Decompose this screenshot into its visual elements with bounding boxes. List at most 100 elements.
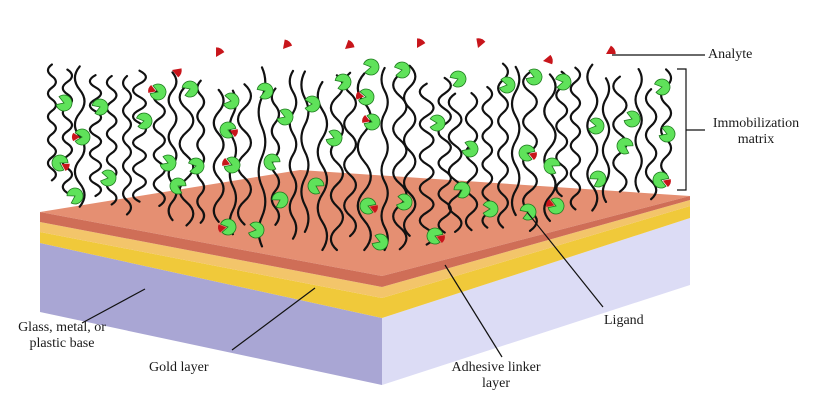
analyte xyxy=(229,129,238,137)
polymer-chain xyxy=(88,74,103,198)
ligand xyxy=(429,114,446,132)
adhesive-leader xyxy=(444,264,503,358)
polymer-chain xyxy=(212,88,225,223)
ligand-bound-analyte xyxy=(72,128,91,146)
polymer-chain xyxy=(152,88,166,207)
base-side-face xyxy=(382,218,690,385)
polymer-chain xyxy=(586,63,599,212)
ligand-bound-analyte xyxy=(356,88,375,106)
analyte xyxy=(72,132,80,142)
ligand xyxy=(159,154,177,172)
polymer-chain xyxy=(316,80,329,252)
polymer-chain xyxy=(196,79,206,224)
polymer-chain xyxy=(447,92,463,233)
ligand xyxy=(100,169,117,187)
ligand xyxy=(654,78,671,96)
ligand xyxy=(396,193,413,211)
polymer-chain xyxy=(418,82,435,246)
free-analyte xyxy=(283,39,293,49)
ligand xyxy=(555,73,572,91)
ligand xyxy=(589,170,607,188)
ligand xyxy=(394,61,411,79)
ligand xyxy=(616,137,634,155)
analyte xyxy=(528,152,537,160)
ligand xyxy=(223,92,240,110)
polymer-chain xyxy=(555,70,569,198)
ligand-bound-analyte xyxy=(546,197,565,215)
base-front-face xyxy=(40,243,382,385)
polymer-chain xyxy=(61,68,74,195)
analyte xyxy=(148,85,157,93)
polymer-chain xyxy=(464,92,479,232)
ligand xyxy=(188,157,205,175)
ligand xyxy=(363,58,380,76)
polymer-chain xyxy=(121,75,133,216)
ligand-bound-analyte xyxy=(426,227,445,245)
polymer-chain xyxy=(612,75,628,193)
polymer-chain xyxy=(300,70,310,233)
polymer-chain xyxy=(288,69,298,240)
polymer-chain xyxy=(543,73,557,222)
adhesive-layer-side xyxy=(382,200,690,298)
polymer-chain xyxy=(46,63,57,182)
ligand-leader xyxy=(526,211,604,308)
free-analyte xyxy=(216,47,225,57)
analyte-label: Analyte xyxy=(708,47,753,62)
ligand xyxy=(136,112,153,130)
gold-leader xyxy=(231,287,316,351)
ligand xyxy=(304,95,321,113)
polymer-chain xyxy=(178,84,195,227)
ligand-bound-analyte xyxy=(218,218,237,236)
molecules xyxy=(51,38,676,251)
analyte xyxy=(218,224,227,233)
ligand xyxy=(276,108,294,126)
ligand-bound-analyte xyxy=(51,154,70,172)
analyte xyxy=(662,179,671,187)
polymer-chain xyxy=(510,65,521,217)
ligand xyxy=(623,110,641,128)
ligand-bound-analyte xyxy=(652,171,671,189)
polymer-chain xyxy=(402,64,417,237)
ligand xyxy=(271,191,289,209)
ligand xyxy=(256,82,274,100)
polymer-chain xyxy=(131,69,147,203)
base-leader xyxy=(81,288,146,324)
ligand xyxy=(169,177,187,195)
gold-layer-label: Gold layer xyxy=(149,360,209,375)
polymer-chain xyxy=(236,83,253,226)
ligand xyxy=(658,125,676,143)
adhesive-layer-front xyxy=(40,222,382,298)
ligand xyxy=(334,73,352,91)
ligand xyxy=(55,94,73,112)
ligand-bound-analyte xyxy=(222,156,241,174)
leader-lines xyxy=(81,54,705,358)
polymer-chain xyxy=(380,66,389,252)
analyte xyxy=(61,163,70,172)
polymer-chain xyxy=(343,71,358,238)
free-analyte xyxy=(417,38,426,48)
ligand xyxy=(307,177,325,195)
analyte xyxy=(546,199,555,207)
ligand xyxy=(449,70,467,88)
analyte xyxy=(436,235,445,243)
polymer-chain xyxy=(329,74,345,252)
immobilization-bracket xyxy=(677,68,687,191)
ligand xyxy=(325,129,343,147)
analyte xyxy=(222,158,231,166)
polymer-chain xyxy=(497,62,509,229)
analyte xyxy=(362,115,371,123)
free-analyte xyxy=(476,38,486,48)
ligand xyxy=(525,68,543,86)
ligand xyxy=(181,80,199,98)
ligand xyxy=(248,221,265,239)
ligand xyxy=(66,187,84,205)
immobilization-matrix-label: Immobilization matrix xyxy=(712,116,800,147)
surface-side-edge xyxy=(382,196,690,287)
gold-layer-front xyxy=(40,232,382,318)
ligand xyxy=(453,181,471,199)
ligand xyxy=(263,153,281,171)
free-analyte xyxy=(606,45,616,54)
free-analyte xyxy=(543,54,553,65)
ligand xyxy=(371,233,389,251)
